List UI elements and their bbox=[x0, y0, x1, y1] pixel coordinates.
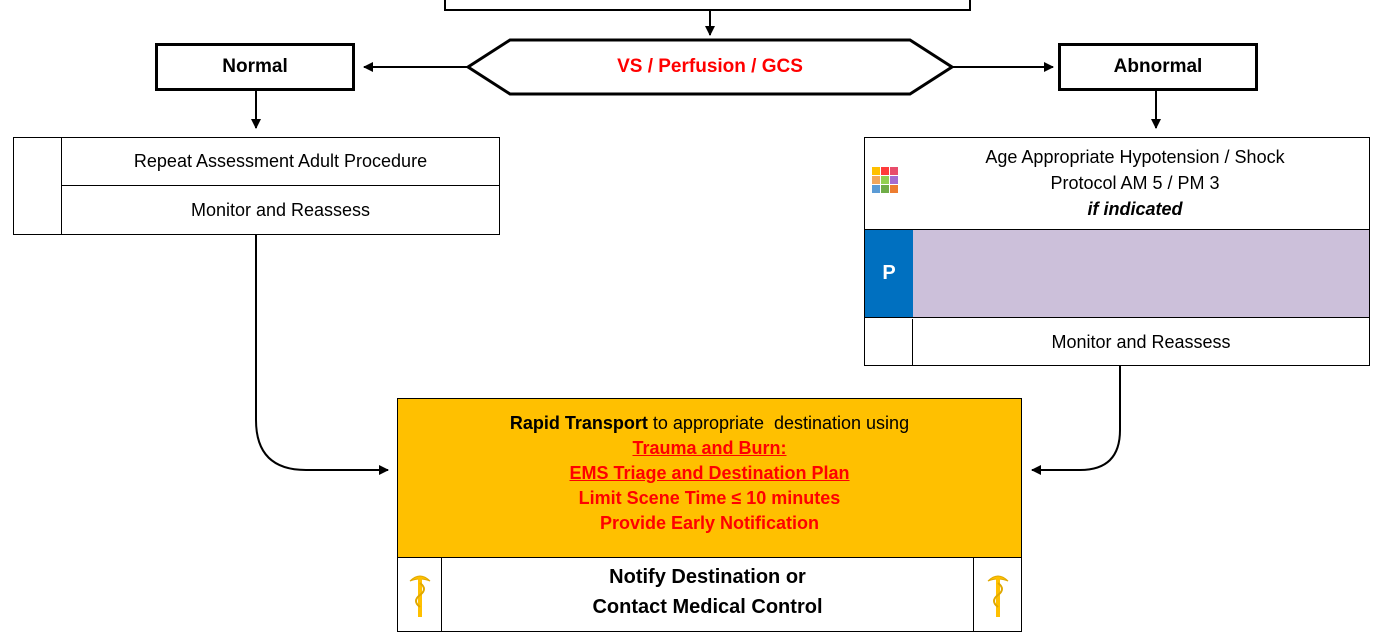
scene-time-text: Limit Scene Time ≤ 10 minutes bbox=[578, 488, 841, 508]
normal-label: Normal bbox=[222, 56, 288, 77]
repeat-assessment-text: Repeat Assessment Adult Procedure bbox=[133, 151, 428, 171]
arrow-left-to-transport bbox=[255, 235, 389, 475]
repeat-assessment-box: Repeat Assessment Adult Procedure Monito… bbox=[13, 137, 500, 235]
right-monitor-icon-cell bbox=[865, 319, 913, 365]
notify-box: Notify Destination or Contact Medical Co… bbox=[397, 557, 1022, 632]
notify-text: Notify Destination or Contact Medical Co… bbox=[442, 562, 973, 622]
monitor-row-right: Monitor and Reassess bbox=[913, 319, 1369, 365]
abnormal-box: Abnormal bbox=[1058, 43, 1258, 91]
protocol-line-1: Age Appropriate Hypotension / Shock bbox=[985, 147, 1285, 167]
notify-line-1: Notify Destination or bbox=[609, 566, 806, 588]
decision-text: VS / Perfusion / GCS bbox=[617, 56, 803, 77]
repeat-assessment-row: Repeat Assessment Adult Procedure bbox=[62, 138, 499, 186]
arrow-right-to-transport bbox=[1031, 366, 1121, 475]
decision-shape bbox=[465, 38, 955, 96]
early-notification-text: Provide Early Notification bbox=[599, 513, 820, 533]
monitor-text-right: Monitor and Reassess bbox=[1051, 331, 1231, 352]
transport-lead-bold: Rapid Transport bbox=[509, 413, 648, 433]
decision-label: VS / Perfusion / GCS bbox=[510, 40, 910, 94]
hypotension-protocol-box: Age Appropriate Hypotension / Shock Prot… bbox=[864, 137, 1370, 366]
protocol-grid-icon bbox=[872, 167, 900, 195]
top-box bbox=[444, 0, 971, 11]
transport-lead: Rapid Transport to appropriate destinati… bbox=[398, 411, 1021, 436]
paramedic-badge: P bbox=[865, 230, 913, 318]
transport-text: Rapid Transport to appropriate destinati… bbox=[398, 399, 1021, 536]
notify-left-icon-cell bbox=[398, 558, 442, 631]
trauma-burn-link[interactable]: Trauma and Burn: bbox=[632, 438, 787, 458]
notify-right-icon-cell bbox=[973, 558, 1021, 631]
rapid-transport-box: Rapid Transport to appropriate destinati… bbox=[397, 398, 1022, 558]
paramedic-label: P bbox=[882, 262, 896, 284]
triage-destination-link[interactable]: EMS Triage and Destination Plan bbox=[569, 463, 850, 483]
normal-box: Normal bbox=[155, 43, 355, 91]
transport-lead-rest: to appropriate destination using bbox=[647, 413, 910, 433]
protocol-line-2: Protocol AM 5 / PM 3 bbox=[1050, 173, 1220, 193]
protocol-header: Age Appropriate Hypotension / Shock Prot… bbox=[865, 138, 1369, 230]
monitor-text-left: Monitor and Reassess bbox=[190, 199, 371, 220]
caduceus-icon bbox=[987, 575, 1008, 617]
abnormal-label: Abnormal bbox=[1113, 56, 1203, 77]
notify-line-2: Contact Medical Control bbox=[592, 596, 823, 618]
paramedic-cell bbox=[913, 230, 1369, 318]
left-box-icon-cell bbox=[14, 138, 62, 234]
caduceus-icon bbox=[409, 575, 430, 617]
protocol-text: Age Appropriate Hypotension / Shock Prot… bbox=[905, 144, 1365, 222]
monitor-row-left: Monitor and Reassess bbox=[62, 186, 499, 234]
protocol-line-3: if indicated bbox=[1087, 199, 1183, 219]
